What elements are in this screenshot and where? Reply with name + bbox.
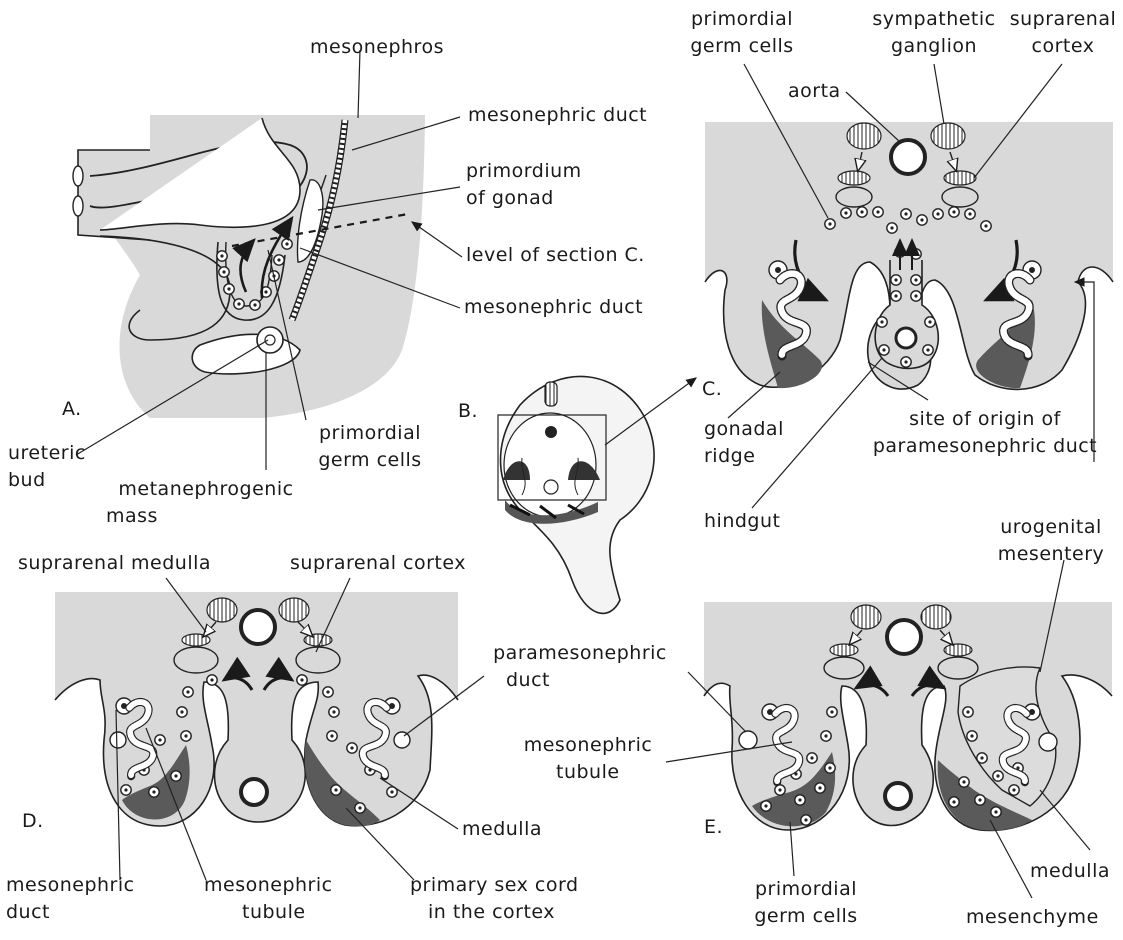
- label-primary-sex-cord: primary sex cord in the cortex: [410, 872, 579, 926]
- panel-label-c: C.: [702, 376, 722, 403]
- panel-e-illustration: [666, 560, 1112, 898]
- label-primordial-germ-cells-c: primordial germ cells: [672, 6, 812, 60]
- label-suprarenal-cortex-d: suprarenal cortex: [290, 550, 466, 577]
- label-medulla-d: medulla: [462, 816, 542, 843]
- panel-label-a: A.: [62, 396, 82, 423]
- label-suprarenal-medulla: suprarenal medulla: [18, 550, 211, 577]
- label-line: primordium: [466, 158, 582, 185]
- label-sympathetic-ganglion: sympathetic ganglion: [854, 6, 1014, 60]
- label-primordial-germ-cells-a: primordial germ cells: [300, 420, 440, 474]
- label-mesonephric-duct-a1: mesonephric duct: [468, 102, 647, 129]
- label-urogenital-mesentery: urogenital mesentery: [984, 514, 1118, 568]
- label-mesonephric-tubule-d: mesonephric tubule: [204, 872, 333, 926]
- label-line: site of origin of: [852, 406, 1118, 433]
- label-line: sympathetic: [854, 6, 1014, 33]
- label-primordial-germ-cells-e: primordial germ cells: [736, 876, 876, 930]
- label-line: duct: [6, 899, 135, 926]
- label-hindgut: hindgut: [704, 508, 780, 535]
- label-line: germ cells: [672, 33, 812, 60]
- label-mesonephric-duct-a2: mesonephric duct: [464, 294, 643, 321]
- label-line: ureteric: [8, 440, 86, 467]
- panel-label-b: B.: [458, 398, 478, 425]
- label-mesonephric-tubule-e: mesonephric tubule: [508, 732, 668, 786]
- panel-a-illustration: [73, 50, 462, 470]
- label-metanephrogenic-mass: metanephrogenic mass: [106, 476, 306, 530]
- panel-b-illustration: [498, 376, 696, 613]
- label-line: suprarenal: [1008, 6, 1118, 33]
- label-paramesonephric-duct: paramesonephric duct: [480, 640, 680, 694]
- label-line: primary sex cord: [410, 872, 579, 899]
- label-suprarenal-cortex-c: suprarenal cortex: [1008, 6, 1118, 60]
- label-line: of gonad: [466, 185, 582, 212]
- label-mesonephric-duct-d: mesonephric duct: [6, 872, 135, 926]
- label-line: primordial: [736, 876, 876, 903]
- label-line: duct: [480, 667, 680, 694]
- label-line: cortex: [1008, 33, 1118, 60]
- label-line: mesonephric: [6, 872, 135, 899]
- label-line: bud: [8, 467, 86, 494]
- panel-label-d: D.: [22, 808, 44, 835]
- label-gonadal-ridge: gonadal ridge: [704, 416, 784, 470]
- label-line: germ cells: [736, 903, 876, 930]
- label-level-of-section-c: level of section C.: [466, 242, 645, 269]
- label-medulla-e: medulla: [1030, 858, 1110, 885]
- label-line: urogenital: [984, 514, 1118, 541]
- label-line: mesonephric: [204, 872, 333, 899]
- label-line: paramesonephric duct: [852, 433, 1118, 460]
- label-mesonephros: mesonephros: [310, 34, 444, 61]
- label-aorta: aorta: [788, 78, 841, 105]
- panel-label-e: E.: [704, 814, 723, 841]
- label-line: tubule: [508, 759, 668, 786]
- label-line: paramesonephric: [480, 640, 680, 667]
- label-line: germ cells: [300, 447, 440, 474]
- label-line: primordial: [672, 6, 812, 33]
- label-mesenchyme: mesenchyme: [966, 904, 1099, 931]
- label-line: tubule: [204, 899, 333, 926]
- label-ureteric-bud: ureteric bud: [8, 440, 86, 494]
- label-line: mesonephric: [508, 732, 668, 759]
- label-line: in the cortex: [410, 899, 579, 926]
- label-primordium-of-gonad: primordium of gonad: [466, 158, 582, 212]
- label-site-of-origin: site of origin of paramesonephric duct: [852, 406, 1118, 460]
- label-line: primordial: [300, 420, 440, 447]
- label-line: ganglion: [854, 33, 1014, 60]
- panel-d-illustration: [55, 578, 484, 880]
- label-line: mesentery: [984, 541, 1118, 568]
- label-line: metanephrogenic: [106, 476, 306, 503]
- label-line: mass: [106, 503, 306, 530]
- label-line: gonadal: [704, 416, 784, 443]
- label-line: ridge: [704, 443, 784, 470]
